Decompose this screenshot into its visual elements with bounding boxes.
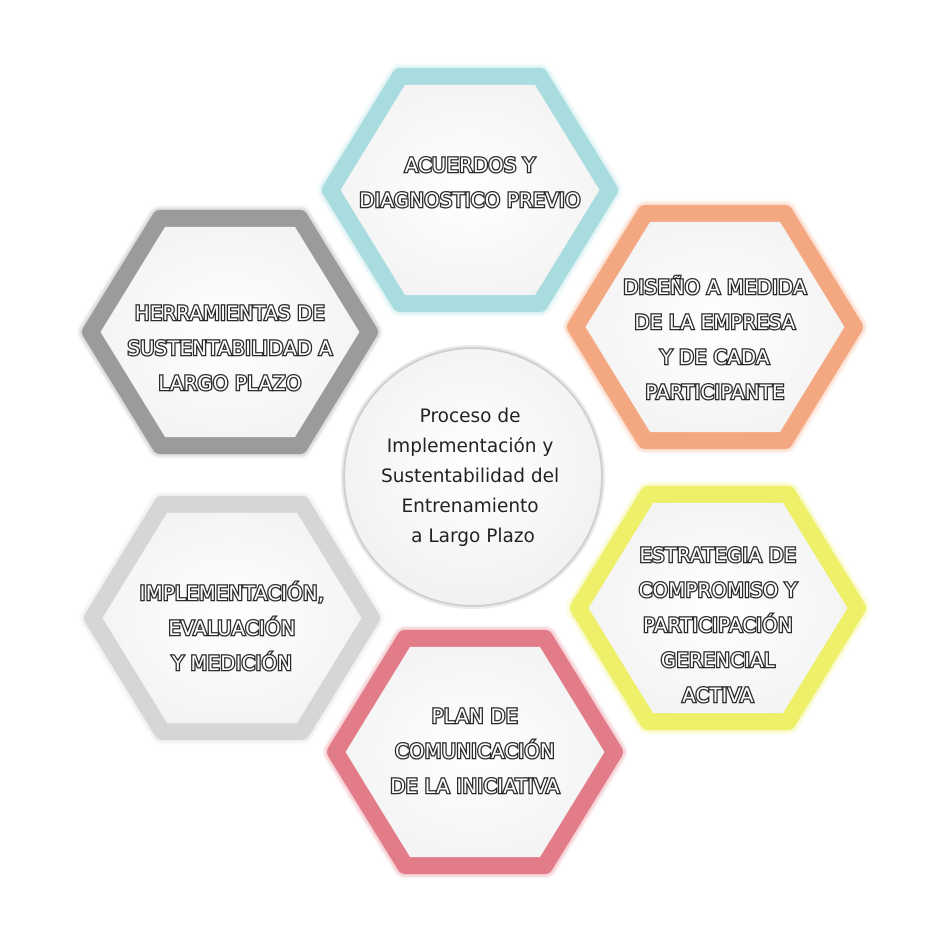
center-line-2: Implementación y [387, 436, 554, 457]
hexagon-label: DISEÑO A MEDIDA DE LA EMPRESA Y DE CADA PAR… [623, 276, 807, 404]
center-line-4: Entrenamiento [401, 496, 538, 517]
hexagon-label-line: PLAN DE [432, 705, 519, 728]
hexagon-label-line: EVALUACIÓN [168, 616, 295, 640]
center-line-1: Proceso de [420, 406, 521, 427]
center-line-3: Sustentabilidad del [381, 466, 559, 487]
hexagon-diseno: DISEÑO A MEDIDA DE LA EMPRESA Y DE CADA PAR… [564, 201, 866, 453]
hexagon-estrategia: ESTRATEGIA DE COMPROMISO Y PARTICIPACIÓN GE… [567, 482, 869, 734]
hexagon-label: HERRAMIENTAS DE SUSTENTABILIDAD A LARGO PL… [128, 302, 333, 395]
hexagon-label-line: SUSTENTABILIDAD A [128, 337, 333, 360]
hexagon-label: ACUERDOS Y DIAGNOSTICO PREVIO [359, 154, 580, 212]
hexagon-plan: PLAN DE COMUNICACIÓN DE LA INICIATIVA [324, 626, 626, 878]
hexagon-label-line: PARTICIPANTE [645, 381, 784, 404]
hexagon-label-line: HERRAMIENTAS DE [135, 302, 325, 325]
hexagon-label: ESTRATEGIA DE COMPROMISO Y PARTICIPACIÓN GE… [639, 544, 797, 707]
hexagon-border [84, 495, 380, 741]
hexagon-herramientas: HERRAMIENTAS DE SUSTENTABILIDAD A LARGO PL… [79, 206, 381, 458]
hexagon-label: IMPLEMENTACIÓN, EVALUACIÓN Y MEDICIÓN [140, 581, 325, 675]
hexagon-implementacion: IMPLEMENTACIÓN, EVALUACIÓN Y MEDICIÓN [81, 492, 383, 744]
hexagon-acuerdos: ACUERDOS Y DIAGNOSTICO PREVIO [319, 64, 621, 316]
hexagon-label-line: COMPROMISO Y [639, 579, 797, 602]
hexagon-label-line: DIAGNOSTICO PREVIO [359, 189, 580, 212]
hexagon-label-line: PARTICIPACIÓN [643, 613, 793, 637]
hexagon-border [570, 485, 866, 731]
hexagon-label-line: DE LA INICIATIVA [390, 775, 560, 798]
hexagon-border [322, 67, 618, 313]
hexagon-label: PLAN DE COMUNICACIÓN DE LA INICIATIVA [390, 705, 560, 798]
hexagon-label-line: ACTIVA [682, 684, 754, 707]
hexagon-label-line: GERENCIAL [661, 649, 775, 672]
center-line-5: a Largo Plazo [411, 526, 535, 547]
hexagon-label-line: Y MEDICIÓN [171, 651, 292, 675]
hexagon-label-line: DISEÑO A MEDIDA [623, 276, 807, 299]
hexagon-label-line: DE LA EMPRESA [634, 311, 795, 334]
hexagon-border [82, 209, 378, 455]
hexagon-label-line: COMUNICACIÓN [395, 739, 555, 763]
hexagon-label-line: Y DE CADA [659, 346, 770, 369]
hexagon-label-line: ESTRATEGIA DE [639, 544, 796, 567]
center-circle: Proceso de Implementación y Sustentabili… [341, 345, 605, 609]
hexagon-label-line: ACUERDOS Y [405, 154, 536, 177]
hexagon-border [327, 629, 623, 875]
center-title: Proceso de Implementación y Sustentabili… [381, 406, 565, 547]
hexagon-label-line: LARGO PLAZO [158, 372, 301, 395]
hexagon-label-line: IMPLEMENTACIÓN, [140, 581, 325, 605]
hexagon-border [567, 204, 863, 450]
